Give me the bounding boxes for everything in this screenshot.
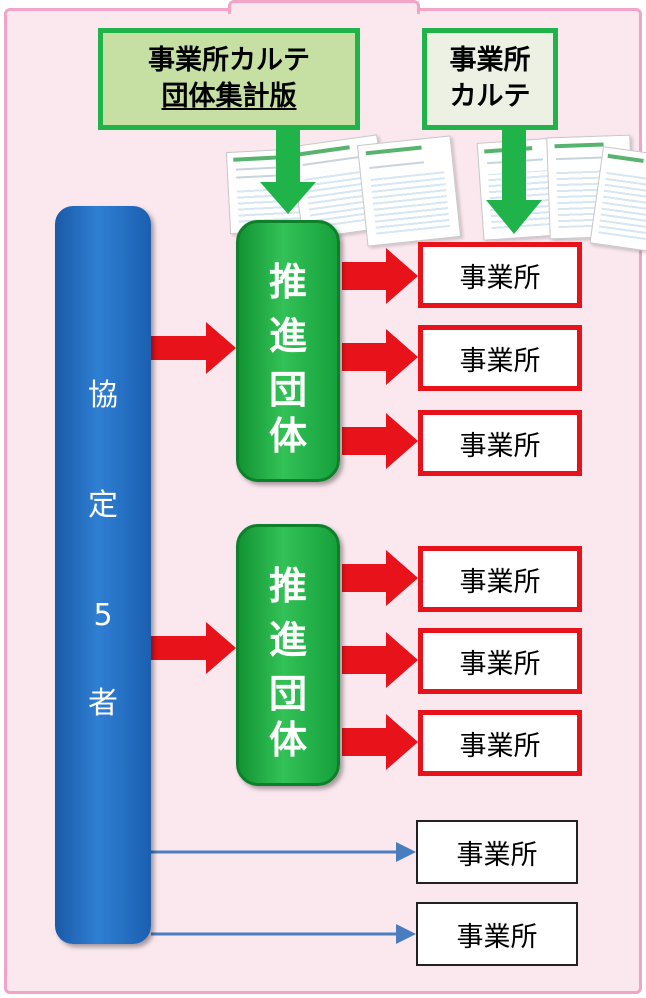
red-arrow <box>151 322 236 374</box>
suishin-char: 体 <box>268 414 307 458</box>
red-arrow <box>342 413 418 469</box>
red-arrow <box>342 714 418 770</box>
suishin-char: 推 <box>268 564 307 608</box>
red-arrow <box>342 550 418 606</box>
kyotei-char: 5 <box>93 598 113 633</box>
office-box-direct: 事業所 <box>416 902 578 966</box>
office-box: 事業所 <box>418 628 582 694</box>
office-box-direct: 事業所 <box>416 820 578 884</box>
red-arrow <box>151 622 236 674</box>
red-arrow <box>342 248 418 304</box>
promotion-organization-1: 推 進 団 体 <box>236 220 340 482</box>
office-chart-group-summary-label: 事業所カルテ 団体集計版 <box>98 28 360 130</box>
office-box: 事業所 <box>418 242 582 308</box>
agreement-five-parties-bar: 協 定 5 者 <box>55 206 151 944</box>
top-tab <box>228 0 420 14</box>
office-box: 事業所 <box>418 410 582 476</box>
suishin-char: 体 <box>268 718 307 762</box>
header-line1: 事業所 <box>449 45 531 76</box>
red-arrow <box>342 632 418 688</box>
suishin-char: 団 <box>268 368 307 412</box>
header-line2: カルテ <box>449 81 531 112</box>
header-line2: 団体集計版 <box>161 81 297 112</box>
suishin-char: 進 <box>268 618 307 662</box>
kyotei-char: 協 <box>88 378 118 413</box>
kyotei-char: 定 <box>88 488 118 523</box>
promotion-organization-2: 推 進 団 体 <box>236 524 340 786</box>
suishin-char: 推 <box>268 260 307 304</box>
green-down-arrow <box>260 130 316 214</box>
suishin-char: 団 <box>268 672 307 716</box>
office-box: 事業所 <box>418 546 582 612</box>
kyotei-char: 者 <box>88 686 118 721</box>
blue-arrowhead <box>396 842 416 862</box>
office-box: 事業所 <box>418 325 582 391</box>
office-chart-label: 事業所 カルテ <box>422 28 558 130</box>
red-arrow <box>342 329 418 385</box>
suishin-char: 進 <box>268 314 307 358</box>
header-line1: 事業所カルテ <box>148 45 310 76</box>
green-down-arrow <box>486 130 542 234</box>
office-box: 事業所 <box>418 710 582 776</box>
blue-arrowhead <box>396 924 416 944</box>
